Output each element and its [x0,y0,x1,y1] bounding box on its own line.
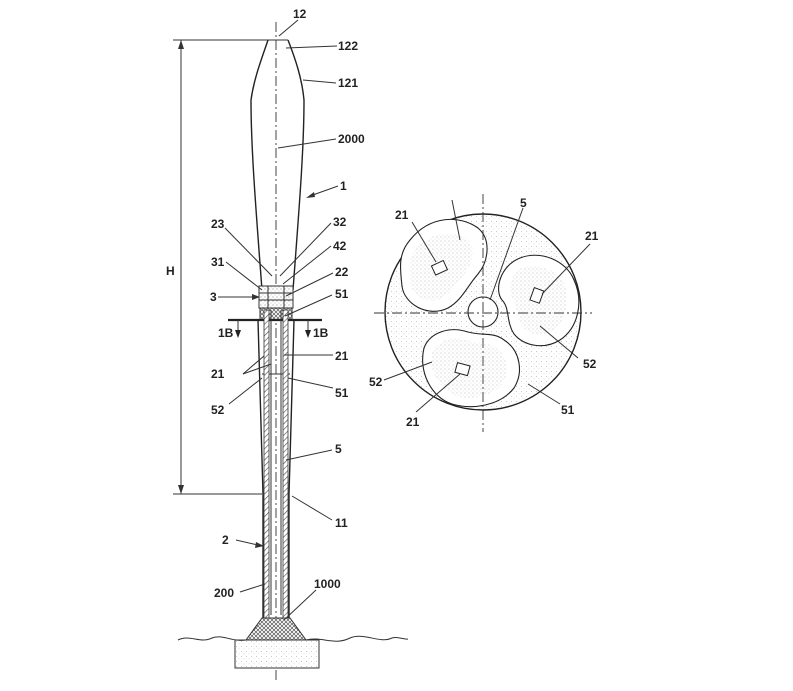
label-31: 31 [211,255,225,269]
section-label-52-left: 52 [369,375,383,389]
section-label-52-right: 52 [583,357,597,371]
label-2: 2 [222,533,229,547]
inner-shaft [263,309,289,621]
leader-lines [218,19,339,621]
label-23: 23 [211,217,225,231]
label-22: 22 [335,265,349,279]
label-11: 11 [335,516,348,530]
foundation [177,617,409,669]
blade-root-3 [454,362,471,377]
blade-root-1 [430,259,449,276]
upper-body-outline [250,39,305,291]
section-label-51: 51 [561,403,575,417]
label-1b-left: 1B [218,326,234,340]
label-5: 5 [335,442,342,456]
label-3: 3 [210,290,217,304]
label-21-left: 21 [211,367,225,381]
label-h: H [166,264,175,278]
label-121: 121 [338,76,358,90]
section-label-21-right: 21 [585,229,599,243]
label-32: 32 [333,215,347,229]
lower-body-outline [257,319,295,495]
label-2000: 2000 [338,132,365,146]
section-label-21-bottom: 21 [406,415,420,429]
label-1: 1 [340,179,347,193]
label-52-left: 52 [211,403,225,417]
label-12: 12 [293,7,307,21]
section-label-5: 5 [520,196,527,210]
label-42: 42 [333,239,347,253]
label-122: 122 [338,39,358,53]
label-200: 200 [214,586,234,600]
height-dimension [173,39,278,495]
label-51-upper: 51 [335,287,349,301]
label-1000: 1000 [314,577,341,591]
section-cut-1b [228,318,322,338]
tower-labels: 12 122 121 2000 1 23 32 42 31 22 3 51 1B… [166,7,365,600]
cross-section-1b: 21 5 21 52 52 21 51 [369,194,599,432]
section-label-21-top: 21 [395,208,409,222]
label-51-lower: 51 [335,386,349,400]
label-1b-right: 1B [313,326,329,340]
label-21-right: 21 [335,349,349,363]
blade-root-2 [529,287,545,304]
lower-column-outline [262,494,290,618]
